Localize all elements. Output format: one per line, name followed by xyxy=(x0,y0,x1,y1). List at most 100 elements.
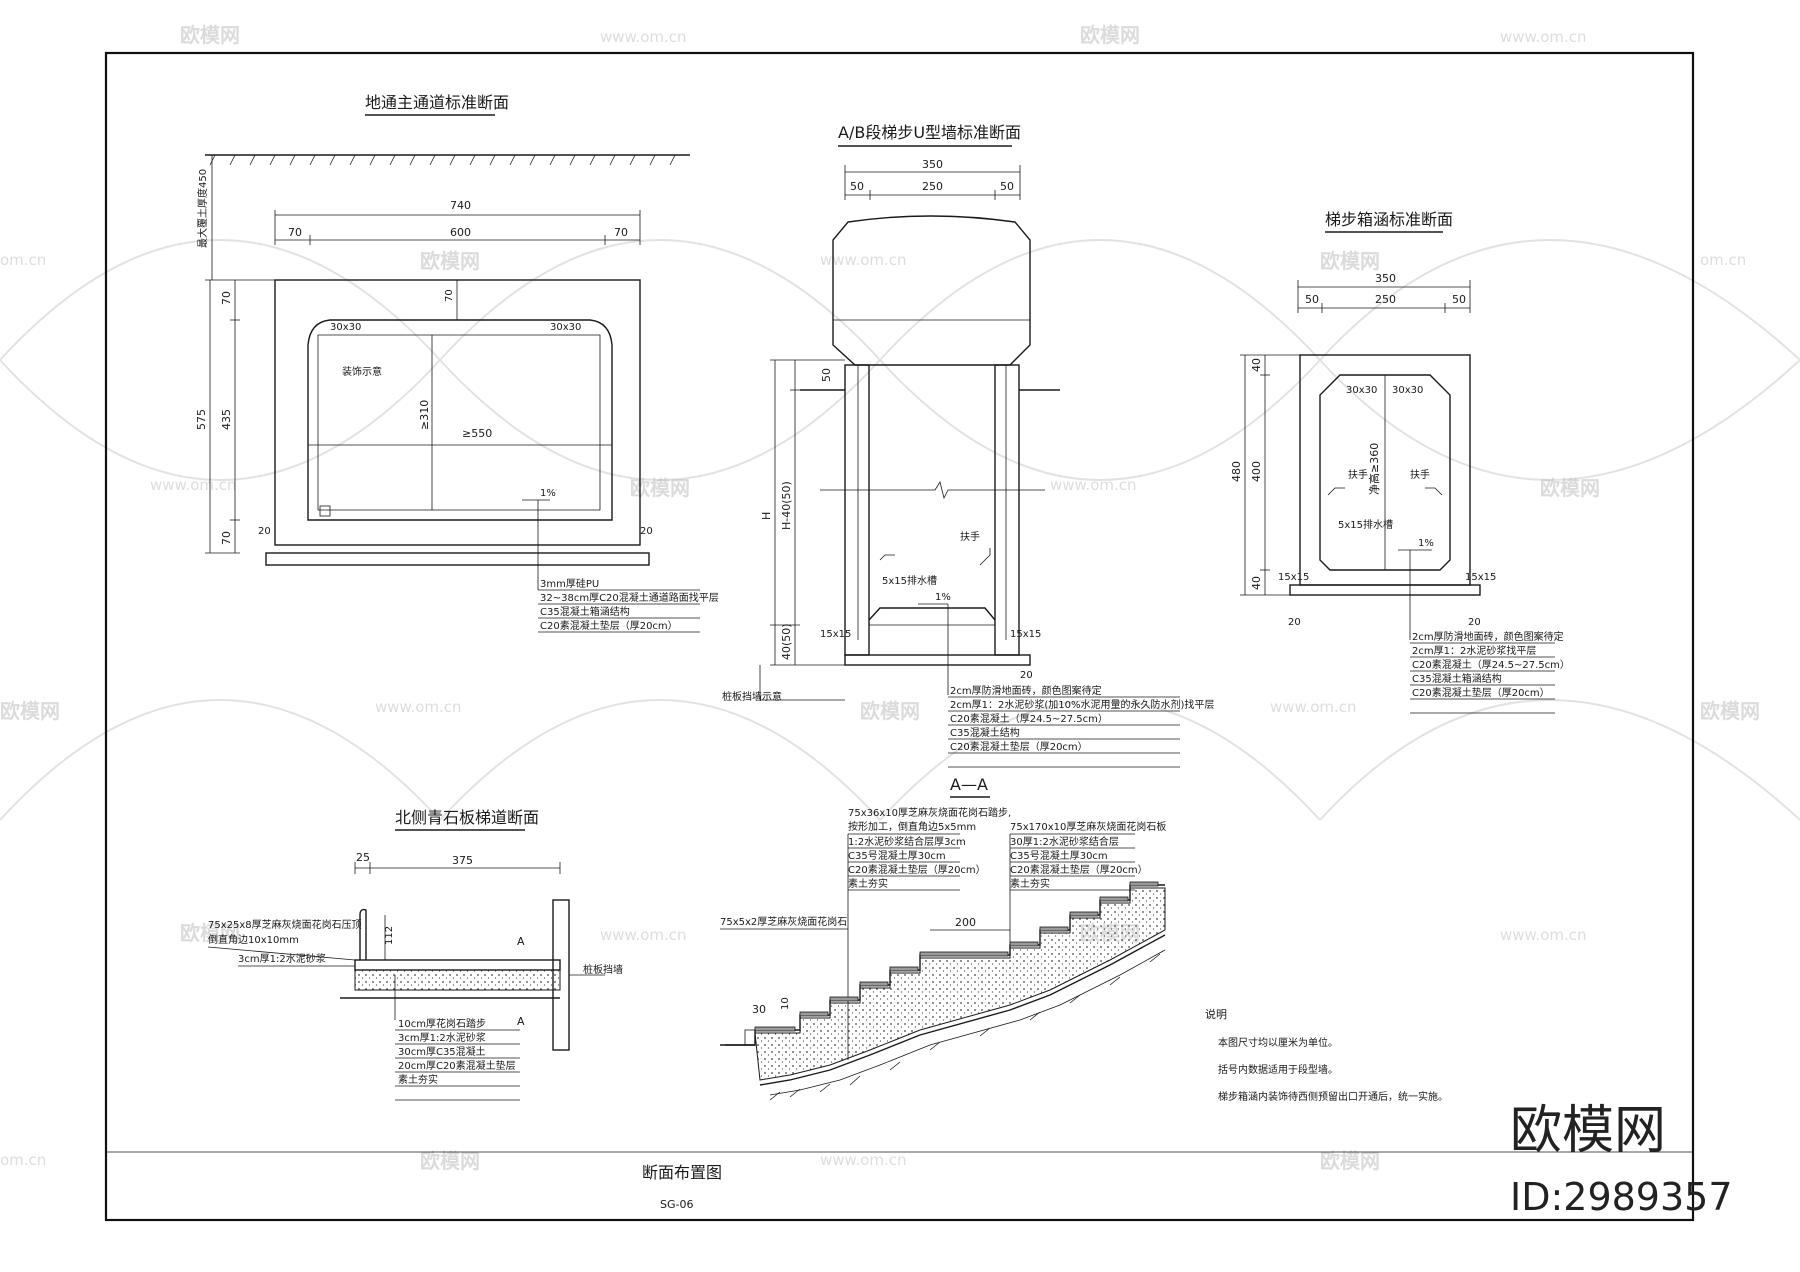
section4-north-stair: 北侧青石板梯道断面 25 375 112 桩板挡墙 A A 75x25x8厚芝麻… xyxy=(207,808,623,1101)
watermark-site: www.om.cn xyxy=(1500,926,1587,944)
slope-label: 1% xyxy=(1418,538,1434,549)
layer-1: 2cm厚防滑地面砖，颜色图案待定 xyxy=(1412,630,1564,643)
handrail-label: 扶手 xyxy=(960,530,980,543)
aa-note-r5: 素土夯实 xyxy=(1010,877,1050,890)
foot-left: 20 xyxy=(1288,617,1301,628)
general-notes: 说明 本图尺寸均以厘米为单位。 括号内数据适用于段型墙。 梯步箱涵内装饰待西侧预… xyxy=(1205,1007,1448,1103)
slope-label: 1% xyxy=(540,488,556,499)
section4-layer-table: 10cm厚花岗石踏步 3cm厚1:2水泥砂浆 30cm厚C35混凝土 20cm厚… xyxy=(395,1017,520,1101)
layer-3: C35混凝土箱涵结构 xyxy=(540,605,630,618)
dim-height-mid: 400 xyxy=(1250,461,1263,482)
section1-main-passage: 地通主通道标准断面 最大覆土厚度450 740 70 600 70 xyxy=(195,93,719,633)
watermark-site: www.om.cn xyxy=(1050,476,1137,494)
watermark-brand: 欧模网 xyxy=(1320,249,1380,273)
pile-wall-label: 桩板挡墙 xyxy=(583,963,623,976)
drain-label: 5x15排水槽 xyxy=(1338,518,1393,531)
note-item-2: 括号内数据适用于段型墙。 xyxy=(1218,1063,1338,1076)
dim-height-top: 70 xyxy=(220,291,233,305)
watermark-brand: 欧模网 xyxy=(420,249,480,273)
foot-right: 20 xyxy=(640,526,653,537)
aa-note-3: 1:2水泥砂浆结合层厚3cm xyxy=(848,835,966,848)
chamfer-right: 30x30 xyxy=(1392,385,1423,396)
dim-right: 50 xyxy=(1000,180,1014,193)
edge-note: 75x5x2厚芝麻灰烧面花岗石 xyxy=(720,915,847,928)
cut-mark-bottom: A xyxy=(517,1015,525,1028)
section3-stair-culvert: 梯步箱涵标准断面 350 50 250 50 30x30 30x30 净高≥36… xyxy=(1230,210,1570,714)
section1-layer-table: 3mm厚硅PU 32~38cm厚C20混凝土通道路面找平层 C35混凝土箱涵结构… xyxy=(538,577,719,633)
curb-note-1: 75x25x8厚芝麻灰烧面花岗石压顶 xyxy=(208,918,362,931)
drawing-number: SG-06 xyxy=(660,1198,693,1211)
section4-title: 北侧青石板梯道断面 xyxy=(395,808,539,827)
aa-note-r3: C35号混凝土厚30cm xyxy=(1010,849,1108,862)
dim-total: 740 xyxy=(450,199,471,212)
section3-layer-table: 2cm厚防滑地面砖，颜色图案待定 2cm厚1：2水泥砂浆找平层 C20素混凝土（… xyxy=(1410,630,1570,714)
dim-height-bottom: 40 xyxy=(1250,576,1263,590)
dim-mid: 600 xyxy=(450,226,471,239)
brand-id-text: ID:2989357 xyxy=(1510,1175,1733,1219)
dim-mid: 250 xyxy=(922,180,943,193)
layer-3: C20素混凝土（厚24.5~27.5cm） xyxy=(1412,658,1570,671)
watermark-brand: 欧模网 xyxy=(1540,476,1600,500)
watermark-site: www.om.cn xyxy=(1500,28,1587,46)
watermark-brand: 欧模网 xyxy=(180,23,240,47)
section5-aa: A—A 75x36x10厚芝麻灰烧面花岗石踏步, 按形加工，倒直角边5x5mm … xyxy=(720,775,1166,1101)
dim-height-top: 40 xyxy=(1250,358,1263,372)
dim-height-total: 575 xyxy=(195,409,208,430)
cut-mark-top: A xyxy=(517,935,525,948)
layer-3: C20素混凝土（厚24.5~27.5cm） xyxy=(950,712,1108,725)
dim-h: H xyxy=(760,512,773,520)
dim-top-inner: 70 xyxy=(444,289,455,302)
dim-h-bottom: 40(50) xyxy=(780,623,793,660)
toe-dim: 20 xyxy=(1020,670,1033,681)
slope-label: 1% xyxy=(935,592,951,603)
handrail-right: 扶手 xyxy=(1410,468,1430,481)
aa-note-6: 素土夯实 xyxy=(848,877,888,890)
layer-4: C35混凝土箱涵结构 xyxy=(1412,672,1502,685)
aa-note-1: 75x36x10厚芝麻灰烧面花岗石踏步, xyxy=(848,806,1011,819)
foot-left: 20 xyxy=(258,526,271,537)
watermark-brand: 欧模网 xyxy=(0,699,60,723)
section2-title: A/B段梯步U型墙标准断面 xyxy=(838,123,1021,142)
watermark-site: www.om.cn xyxy=(820,1151,907,1169)
layer-2: 2cm厚1：2水泥砂浆(加10%水泥用量的永久防水剂)找平层 xyxy=(950,698,1214,711)
watermark-brand: 欧模网 xyxy=(1700,699,1760,723)
chamfer-left: 30x30 xyxy=(330,322,361,333)
dim-left: 70 xyxy=(288,226,302,239)
fillet-left: 15x15 xyxy=(1278,572,1309,583)
watermark-site: om.cn xyxy=(0,1151,46,1169)
chamfer-right: 30x30 xyxy=(550,322,581,333)
aa-note-r4: C20素混凝土垫层（厚20cm） xyxy=(1010,863,1148,876)
drawing-frame xyxy=(104,51,1695,1222)
mortar-note: 3cm厚1:2水泥砂浆 xyxy=(238,952,326,965)
dim-total: 350 xyxy=(922,158,943,171)
watermark-site: www.om.cn xyxy=(375,698,462,716)
title-block: 断面布置图 SG-06 xyxy=(642,1163,722,1211)
notes-heading: 说明 xyxy=(1205,1007,1227,1021)
watermark-site: www.om.cn xyxy=(150,476,237,494)
dim-top-height: 50 xyxy=(820,368,833,382)
watermark-brand: 欧模网 xyxy=(1080,23,1140,47)
layer-1: 2cm厚防滑地面砖，颜色图案待定 xyxy=(950,684,1102,697)
curb-note-2: 倒直角边10x10mm xyxy=(208,933,299,946)
dim-total: 350 xyxy=(1375,272,1396,285)
aa-note-5: C20素混凝土垫层（厚20cm） xyxy=(848,863,986,876)
watermark-brand: 欧模网 xyxy=(630,476,690,500)
dim-height-mid: 435 xyxy=(220,409,233,430)
dim-clear-height: 净高≥360 xyxy=(1367,443,1381,495)
watermark-brand: 欧模网 xyxy=(860,699,920,723)
dim-min-height: ≥310 xyxy=(418,400,431,430)
watermark-arcs xyxy=(0,239,1800,821)
dim-min-width: ≥550 xyxy=(462,427,492,440)
dim-right: 50 xyxy=(1452,293,1466,306)
drain-label: 5x15排水槽 xyxy=(882,574,937,587)
fillet-right: 15x15 xyxy=(1010,629,1041,640)
watermark-brand: 欧模网 xyxy=(180,921,240,945)
foot-right: 20 xyxy=(1468,617,1481,628)
watermark-site: www.om.cn xyxy=(1270,698,1357,716)
dim-left: 25 xyxy=(356,851,370,864)
watermark-site: www.om.cn xyxy=(600,926,687,944)
aa-note-r1: 75x170x10厚芝麻灰烧面花岗石板 xyxy=(1010,820,1166,833)
section2-u-wall: A/B段梯步U型墙标准断面 350 50 250 50 15x15 15x15 … xyxy=(722,123,1214,768)
deco-note: 装饰示意 xyxy=(342,365,382,378)
